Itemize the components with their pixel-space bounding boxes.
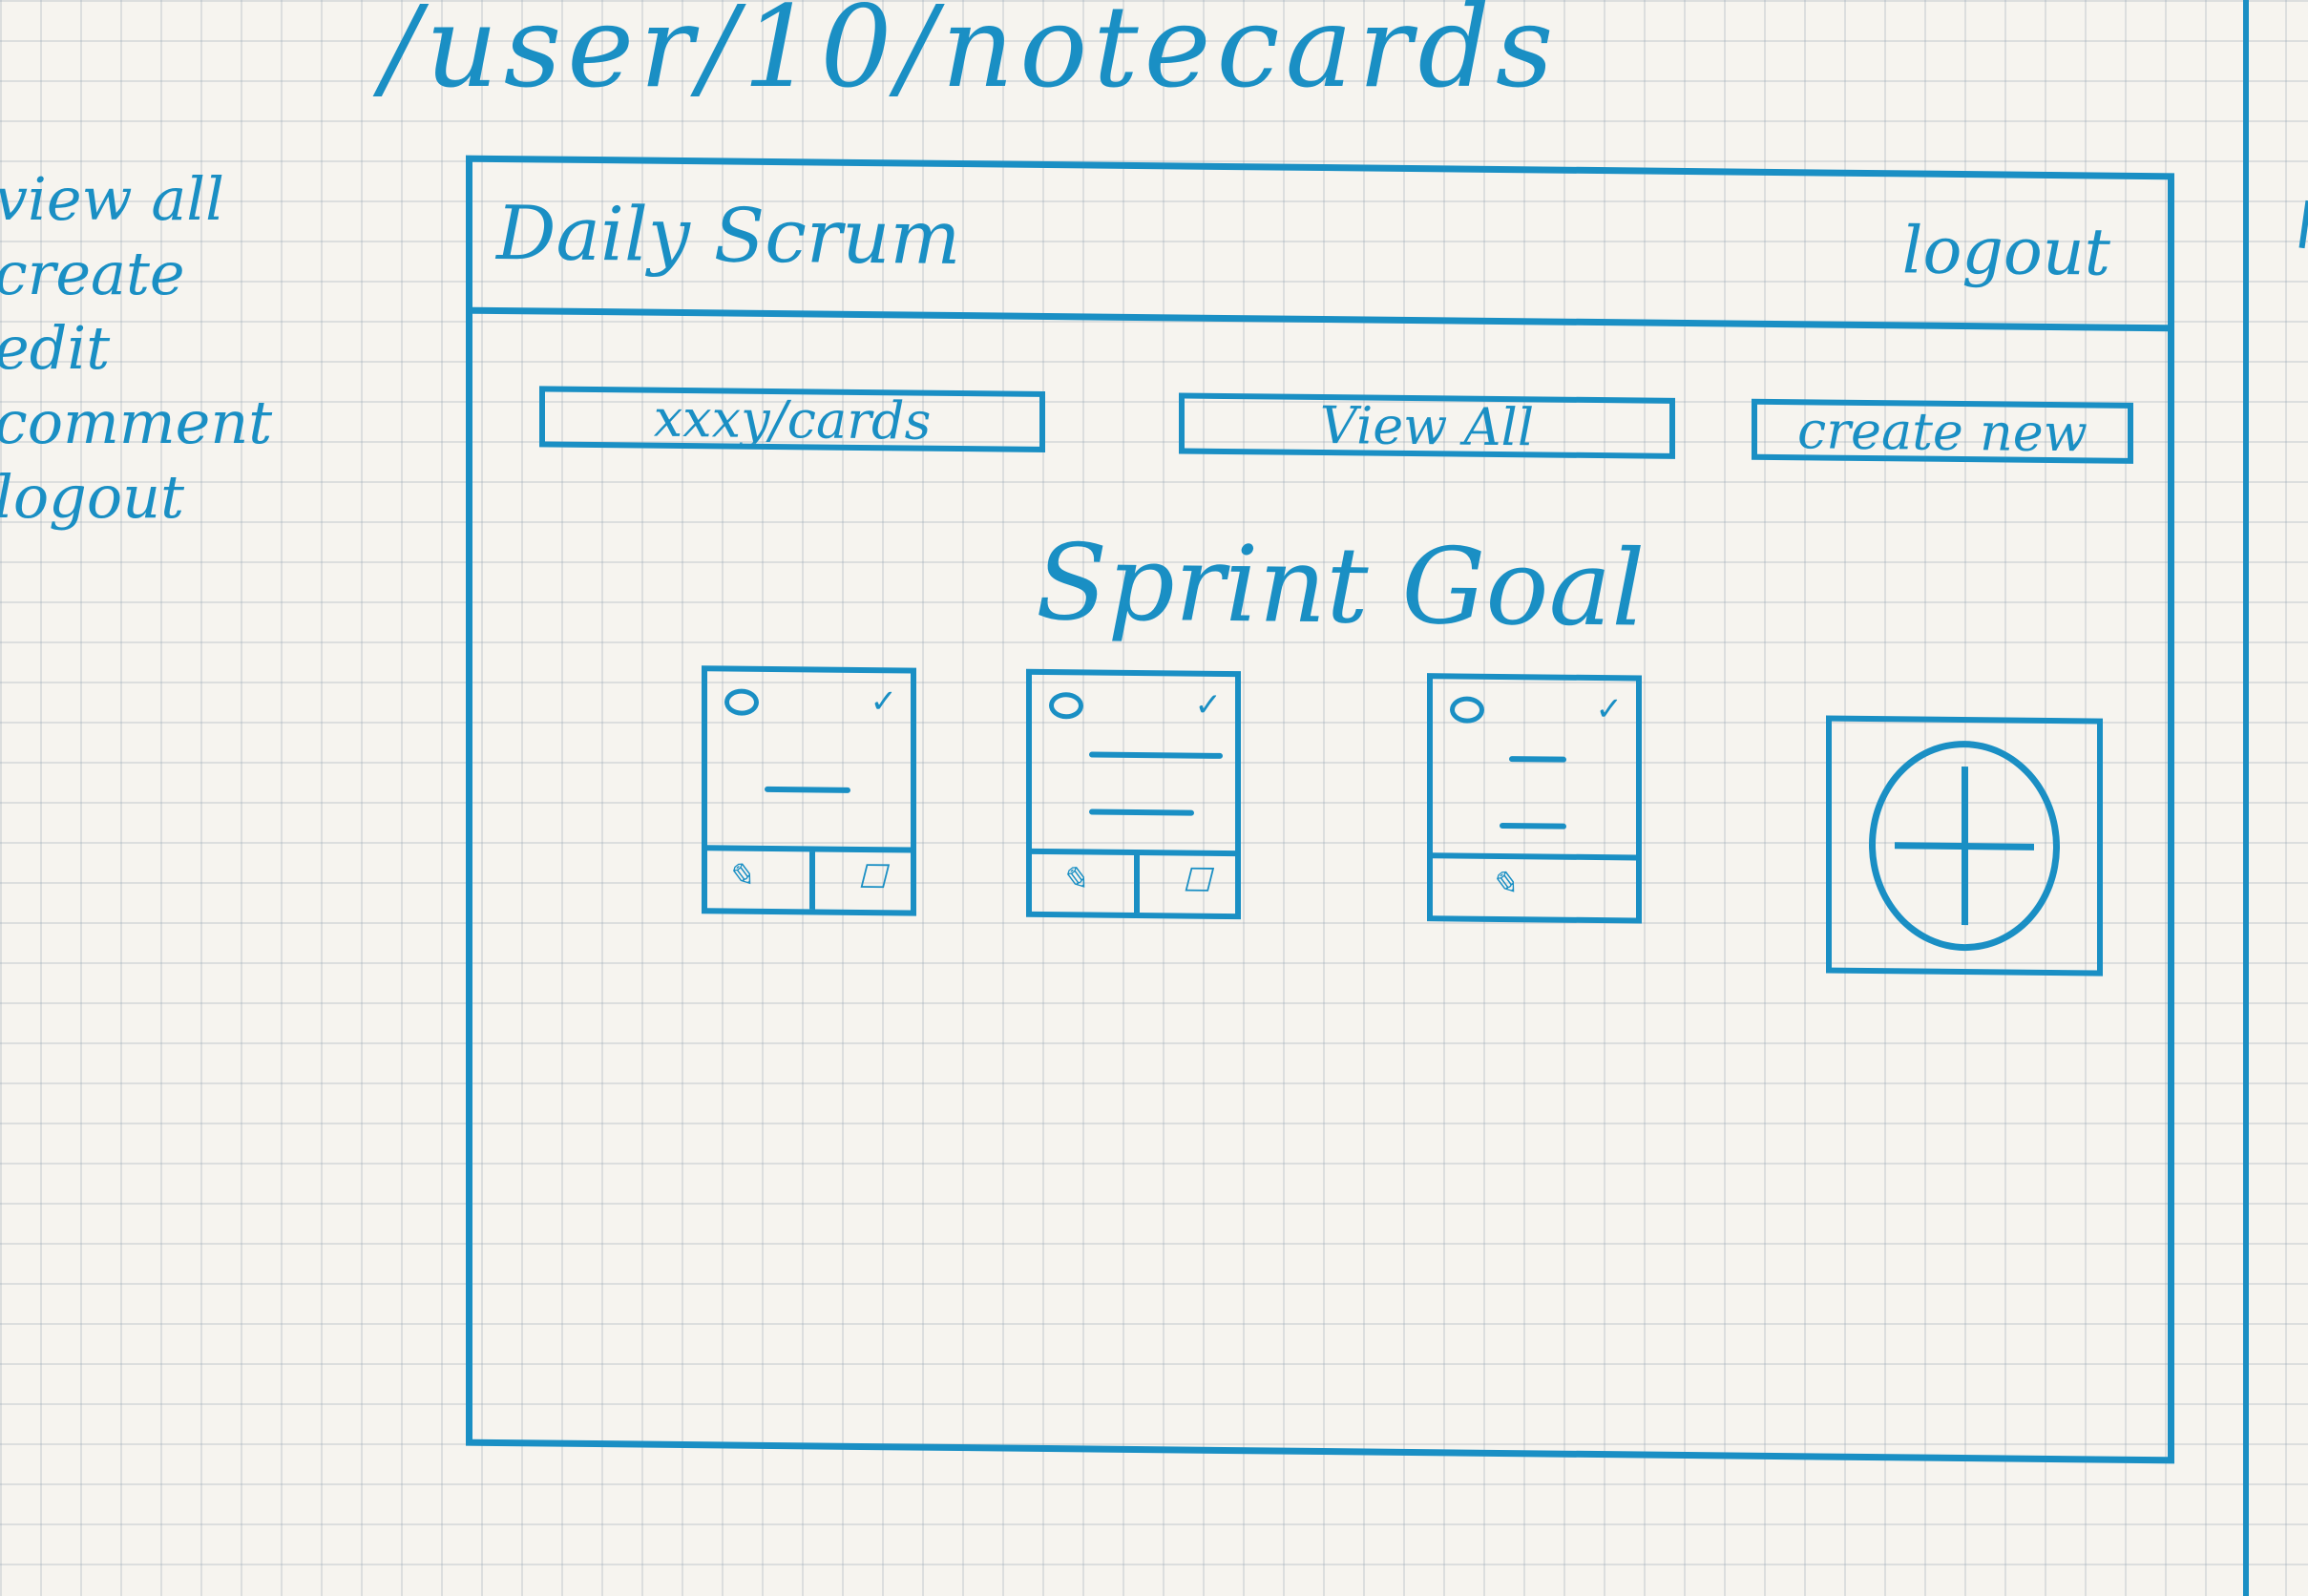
- status-dot-icon: [724, 688, 759, 716]
- add-card-button[interactable]: [1826, 715, 2103, 976]
- plus-vertical: [1962, 766, 1968, 926]
- footer-divider: [1133, 854, 1140, 914]
- paper-margin-mark: [2298, 200, 2308, 249]
- sprint-goal-heading: Sprint Goal: [1036, 520, 1646, 650]
- feature-notes: view all create edit comment logout: [0, 162, 272, 535]
- edit-icon[interactable]: ✎: [1060, 860, 1088, 899]
- note-comment: comment: [0, 388, 273, 457]
- logout-link[interactable]: logout: [1901, 213, 2110, 291]
- notecard[interactable]: ✓ ✎: [1427, 673, 1642, 924]
- notecard[interactable]: ✓ ✎ ☐: [702, 665, 916, 916]
- note-edit: edit: [0, 313, 111, 383]
- status-dot-icon: [1049, 692, 1083, 720]
- card-footer: ✎ ☐: [707, 845, 911, 911]
- card-footer: ✎: [1433, 852, 1636, 918]
- card-text-line: [1500, 822, 1566, 830]
- plus-icon: [1869, 740, 2060, 953]
- user-mark-icon: ✓: [1194, 685, 1223, 724]
- card-text-line: [1089, 751, 1223, 759]
- app-title: Daily Scrum: [496, 190, 961, 283]
- paper-margin-line: [2243, 0, 2249, 1596]
- note-create: create: [0, 239, 185, 308]
- card-text-line: [1089, 808, 1194, 816]
- route-path: /user/10/notecards: [382, 0, 1560, 113]
- footer-divider: [808, 851, 815, 910]
- user-mark-icon: ✓: [1595, 690, 1624, 729]
- create-new-button[interactable]: create new: [1752, 398, 2133, 464]
- edit-icon[interactable]: ✎: [1490, 864, 1518, 904]
- edit-icon[interactable]: ✎: [726, 856, 754, 895]
- my-cards-button[interactable]: xxxy/cards: [539, 386, 1045, 452]
- note-logout: logout: [0, 462, 185, 532]
- comment-icon[interactable]: ☐: [1182, 861, 1211, 900]
- status-dot-icon: [1450, 696, 1484, 724]
- user-mark-icon: ✓: [870, 682, 898, 722]
- card-footer: ✎ ☐: [1032, 848, 1235, 914]
- comment-icon[interactable]: ☐: [857, 857, 887, 897]
- notecard[interactable]: ✓ ✎ ☐: [1026, 668, 1241, 920]
- view-all-button[interactable]: View All: [1179, 392, 1675, 459]
- app-window: Daily Scrum logout xxxy/cards View All c…: [466, 155, 2174, 1464]
- card-text-line: [1509, 756, 1566, 763]
- card-text-line: [765, 786, 850, 793]
- note-view-all: view all: [0, 164, 224, 234]
- app-header: Daily Scrum logout: [472, 161, 2168, 332]
